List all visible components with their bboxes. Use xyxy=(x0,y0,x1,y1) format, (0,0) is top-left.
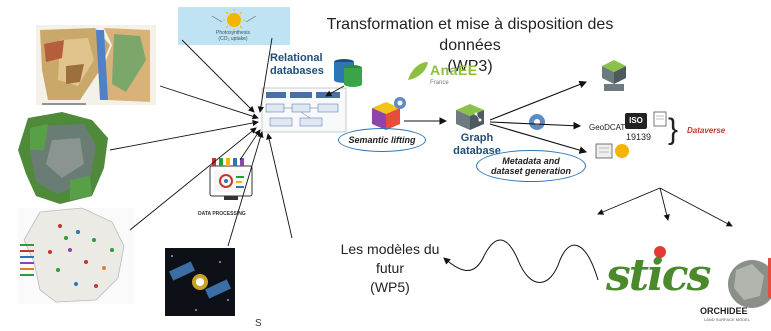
orchidee-logo-text: ORCHIDEE xyxy=(700,306,748,316)
dataverse-logo-text: Dataverse xyxy=(687,126,726,135)
geology-map-image xyxy=(36,25,156,105)
orchidee-subtitle: LAND SURFACE MODEL xyxy=(704,317,751,322)
data-processing-icon xyxy=(209,158,253,200)
orchidee-globe-icon xyxy=(728,258,771,308)
future-models-label: Les modèles du futur (WP5) xyxy=(330,240,450,297)
title-line1: Transformation et mise à disposition des… xyxy=(326,16,614,54)
france-stations-map-image xyxy=(18,207,134,304)
satellite-image xyxy=(165,248,235,316)
relational-databases-label: Relational databases xyxy=(270,52,324,78)
relational-line2: databases xyxy=(270,65,324,77)
title-line2: (WP3) xyxy=(447,58,493,75)
models-line2: futur xyxy=(375,260,404,276)
document-output-icon xyxy=(595,143,629,159)
graph-line2: database xyxy=(453,145,501,157)
anaee-logo-icon xyxy=(408,62,428,80)
stics-logo-dot xyxy=(654,246,666,258)
wave-arrow xyxy=(443,239,599,283)
relational-line1: Relational xyxy=(270,52,323,64)
semantic-cube-icon xyxy=(372,97,406,130)
graph-database-icon xyxy=(456,104,484,130)
relational-database-icon xyxy=(334,59,362,87)
models-line1: Les modèles du xyxy=(340,241,440,257)
metadata-generation-label: Metadata and dataset generation xyxy=(476,150,586,182)
photo-label-line2: (CO₂ uptake) xyxy=(218,36,248,42)
model-arrows xyxy=(597,187,733,227)
input-arrows xyxy=(109,37,345,247)
models-line3: (WP5) xyxy=(370,279,410,295)
graph-database-label: Graph database xyxy=(453,132,501,158)
photo-label-line1: Photosynthesis xyxy=(216,30,250,36)
photosynthesis-image xyxy=(178,7,290,45)
anaee-country: France xyxy=(430,80,449,86)
france-grid-map-image xyxy=(18,112,108,204)
page-title: Transformation et mise à disposition des… xyxy=(305,14,635,77)
gear-icon xyxy=(529,114,545,130)
stics-logo-text: stics xyxy=(606,250,711,301)
iso-document-icon xyxy=(653,111,667,127)
geodcat-label: GeoDCAT xyxy=(589,123,626,132)
photosynthesis-label: Photosynthesis (CO₂ uptake) xyxy=(196,30,270,42)
schema-diagram-image xyxy=(261,87,347,133)
anaee-logo-text: AnaEE xyxy=(430,62,478,78)
data-processing-label: DATA PROCESSING xyxy=(198,211,246,217)
flow-arrows xyxy=(404,80,588,154)
metadata-line1: Metadata and xyxy=(502,156,560,166)
metadata-line2: dataset generation xyxy=(490,166,572,176)
rdf-output-icon xyxy=(602,60,626,91)
semantic-lifting-label: Semantic lifting xyxy=(338,128,426,152)
iso-badge: ISO xyxy=(625,113,647,129)
graph-line1: Graph xyxy=(460,132,494,144)
iso-number-label: 19139 xyxy=(626,132,652,142)
output-brace: } xyxy=(668,113,679,146)
stray-letter: S xyxy=(255,318,262,329)
